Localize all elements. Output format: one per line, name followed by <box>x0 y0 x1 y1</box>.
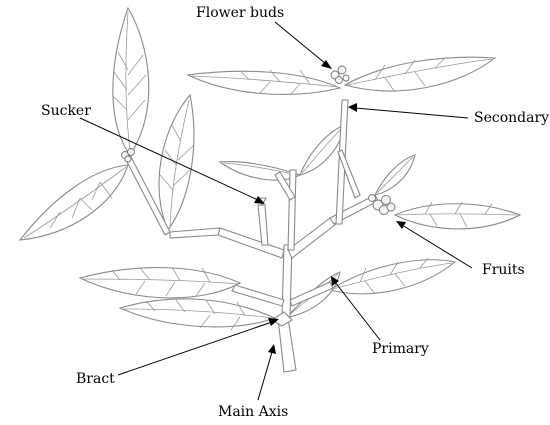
leaf-right-lower <box>328 257 457 295</box>
leader-secondary <box>348 103 469 119</box>
leaf-left-upper <box>18 164 129 241</box>
left-bud-cluster <box>121 148 135 163</box>
leaf-center-upright <box>218 124 346 181</box>
sucker-shoot <box>257 197 269 246</box>
leader-bract <box>117 318 279 376</box>
leaf-right-small-upright <box>373 154 416 196</box>
label-primary: Primary <box>372 341 429 357</box>
label-secondary: Secondary <box>474 110 550 126</box>
bract <box>270 311 293 327</box>
leader-sucker <box>79 117 265 204</box>
leaf-top-left <box>111 6 150 156</box>
label-sucker: Sucker <box>41 103 91 119</box>
main-axis-stem <box>277 244 297 373</box>
label-flower-buds: Flower buds <box>196 5 285 21</box>
label-main-axis: Main Axis <box>218 404 289 420</box>
leaf-left-lower <box>78 266 242 299</box>
leader-fruits <box>396 221 473 269</box>
leader-main-axis <box>257 344 276 401</box>
leaf-bottom-left <box>118 298 277 331</box>
label-bract: Bract <box>76 371 115 387</box>
flower-buds-cluster <box>330 65 350 84</box>
leaf-upper-right-horizontal <box>343 56 497 93</box>
leader-primary <box>331 276 381 341</box>
leaf-upper-left-horizontal <box>186 69 342 96</box>
label-fruits: Fruits <box>482 262 525 278</box>
leaf-right-middle <box>393 201 522 230</box>
fruits-cluster <box>368 194 396 215</box>
leader-flower-buds <box>274 21 332 69</box>
